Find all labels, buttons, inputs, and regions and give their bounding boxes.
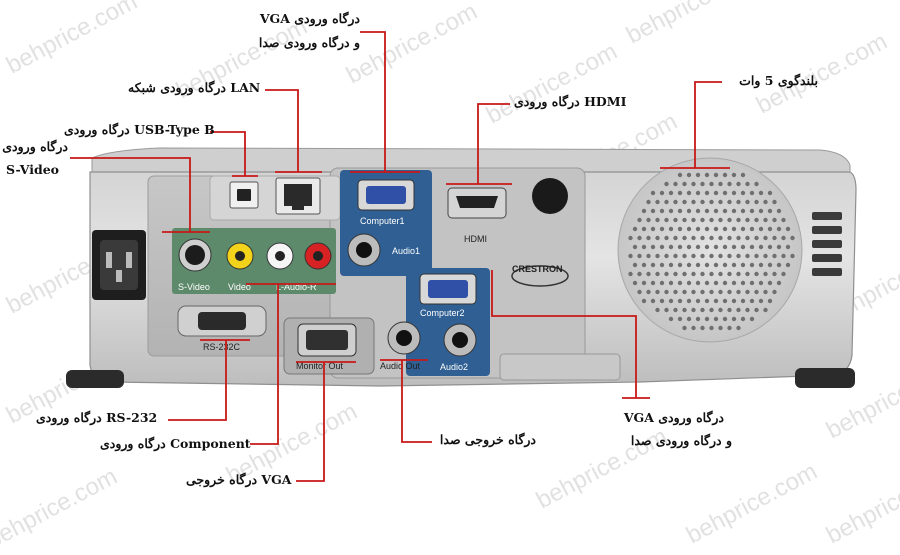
- label-video: Video: [228, 282, 251, 292]
- callout-hdmi: درگاه ورودی HDMI: [514, 94, 627, 109]
- label-s-video: S-Video: [178, 282, 210, 292]
- leader-vga-audio-top: [360, 31, 386, 172]
- callout-audio-out: درگاه خروجی صدا: [439, 432, 536, 447]
- leader-component: [250, 284, 279, 445]
- leader-rs232: [168, 340, 227, 421]
- callout-vga-audio-in-bottom-line2: و درگاه ورودی صدا: [630, 433, 732, 448]
- callout-s-video-line2: S-Video: [6, 162, 60, 177]
- label-crestron: CRESTRON: [512, 264, 563, 274]
- leader-audio-out: [401, 360, 432, 443]
- callout-speaker: بلندگوی 5 وات: [739, 73, 818, 88]
- label-computer1: Computer1: [360, 216, 405, 226]
- callout-s-video-line1: درگاه ورودی: [2, 139, 68, 154]
- leader-vga-out: [296, 362, 325, 482]
- speaker-grill-holes: [628, 172, 795, 331]
- label-monitor-out: Monitor Out: [296, 361, 344, 371]
- leader-speaker: [694, 81, 722, 168]
- callout-rs232: درگاه ورودی RS-232: [36, 410, 158, 425]
- callout-vga-audio-in-bottom-line1: درگاه ورودی VGA: [623, 410, 724, 425]
- callout-vga-audio-in-top-line1: درگاه ورودی VGA: [259, 11, 360, 26]
- callout-vga-out: درگاه خروجی VGA: [186, 472, 292, 487]
- foot-left: [66, 370, 124, 388]
- callout-vga-audio-in-top-line2: و درگاه ورودی صدا: [258, 35, 360, 50]
- label-rs232c: RS-232C: [203, 342, 241, 352]
- label-audio2: Audio2: [440, 362, 468, 372]
- callout-lan: درگاه ورودی شبکه LAN: [128, 80, 261, 95]
- projector-illustration: S-Video Video L-Audio-R RS-232C Computer…: [66, 31, 857, 482]
- foot-right: [795, 368, 855, 388]
- crestron-logo: [511, 265, 569, 287]
- label-computer2: Computer2: [420, 308, 465, 318]
- label-l-audio-r: L-Audio-R: [276, 282, 317, 292]
- callout-usb-b: درگاه ورودی USB-Type B: [64, 122, 215, 137]
- lower-cover: [499, 353, 621, 381]
- leader-hdmi: [477, 103, 510, 184]
- side-vents: [812, 212, 842, 276]
- leader-lines: [70, 31, 730, 482]
- leader-lan: [265, 89, 299, 172]
- leader-s-video: [70, 157, 191, 232]
- ir-sensor: [532, 178, 568, 214]
- label-hdmi: HDMI: [464, 234, 487, 244]
- leader-usb-b: [210, 131, 246, 176]
- leader-vga-audio-bottom: [491, 270, 637, 398]
- callout-component: درگاه ورودی Component: [100, 436, 251, 451]
- label-audio-out: Audio Out: [380, 361, 421, 371]
- av-input-panel: [172, 228, 336, 294]
- label-audio1: Audio1: [392, 246, 420, 256]
